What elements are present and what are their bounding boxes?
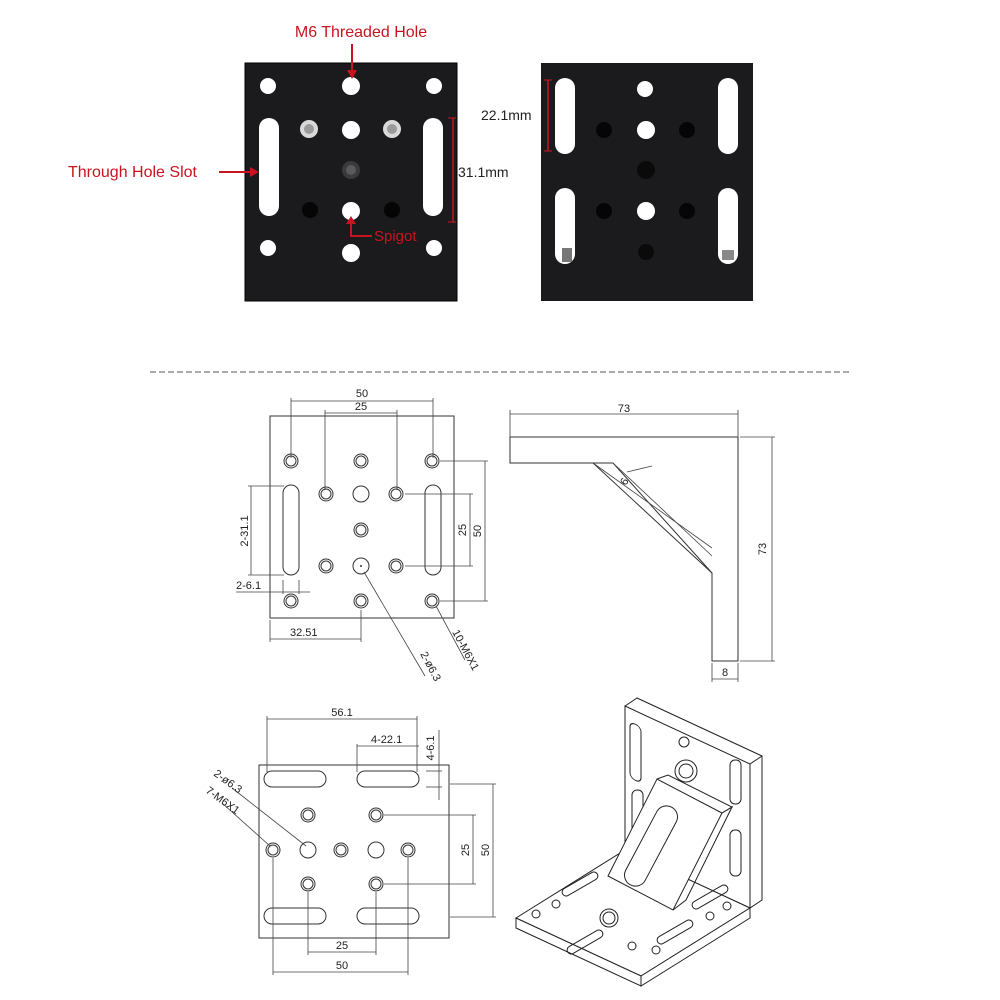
note-thread: 10-M6X1 xyxy=(449,628,481,673)
front-view-drawing: 50 25 2-31.1 2-6.1 xyxy=(236,388,488,683)
dim-50-top: 50 xyxy=(356,388,368,400)
dim-slot-length: 2-31.1 xyxy=(239,515,251,546)
dim-back-v25: 25 xyxy=(460,844,472,856)
arrow-down-icon xyxy=(347,70,357,79)
note-spigot: 2-ø6.3 xyxy=(417,650,443,684)
dim-25-top: 25 xyxy=(355,401,367,413)
spigot-callout: Spigot xyxy=(346,216,417,245)
slot-length-front-label: 31.1mm xyxy=(458,164,509,180)
dim-rib: 6 xyxy=(618,476,631,487)
dim-back-v50: 50 xyxy=(480,844,492,856)
dim-side-width: 73 xyxy=(618,403,630,415)
side-view-drawing: 73 73 6 8 xyxy=(509,403,775,682)
dim-side-height: 73 xyxy=(757,543,769,555)
slot-length-back-callout: 22.1mm xyxy=(481,79,552,152)
threaded-hole-label: M6 Threaded Hole xyxy=(295,24,427,41)
dim-slot-width-4: 4-6.1 xyxy=(425,735,437,760)
isometric-view-drawing xyxy=(514,697,763,987)
dim-v25: 25 xyxy=(457,524,469,536)
through-slot-label: Through Hole Slot xyxy=(68,164,198,181)
dim-slot-width: 2-6.1 xyxy=(236,580,261,592)
arrow-up-icon xyxy=(346,216,356,224)
dim-thickness: 8 xyxy=(722,667,728,679)
dim-slot-4: 4-22.1 xyxy=(371,734,402,746)
dim-v50: 50 xyxy=(472,525,484,537)
slot-length-back-label: 22.1mm xyxy=(481,107,532,123)
through-slot-callout: Through Hole Slot xyxy=(68,164,259,181)
dim-32-51: 32.51 xyxy=(290,627,318,639)
front-plate-photo xyxy=(244,62,458,302)
back-view-drawing: 56.1 4-22.1 4-6.1 25 50 25 50 2-ø6.3 7-M… xyxy=(203,707,496,975)
dim-back-h50: 50 xyxy=(336,960,348,972)
threaded-hole-callout: M6 Threaded Hole xyxy=(295,24,427,79)
slot-length-front-callout: 31.1mm xyxy=(448,117,509,223)
arrow-right-icon xyxy=(250,167,259,177)
dim-56-1: 56.1 xyxy=(331,707,352,719)
dim-back-h25: 25 xyxy=(336,940,348,952)
back-plate-photo xyxy=(541,63,753,301)
spigot-label: Spigot xyxy=(374,228,417,245)
